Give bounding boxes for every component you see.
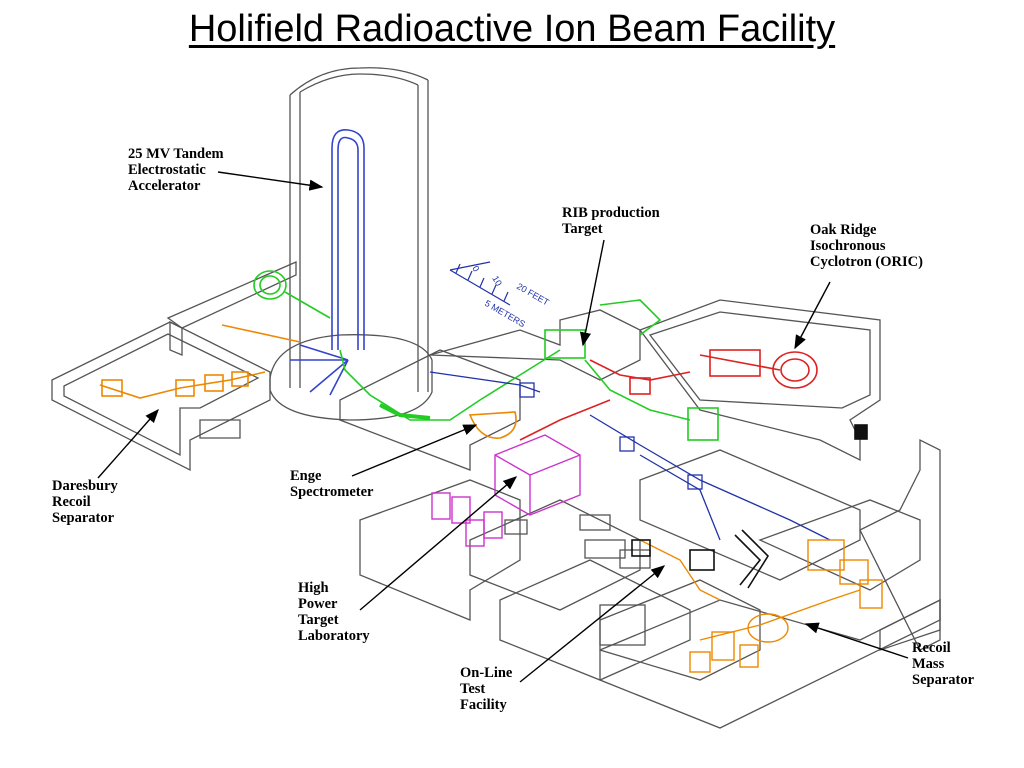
rms-arrow xyxy=(804,622,909,659)
oric-cyclotron xyxy=(519,349,818,441)
daresbury-arrow xyxy=(97,408,159,479)
label-hptl: High Power Target Laboratory xyxy=(298,580,370,644)
scale-bar xyxy=(449,261,511,306)
label-rib-target: RIB production Target xyxy=(562,205,660,237)
scale-tick-0: 0 xyxy=(470,264,481,273)
label-rms: Recoil Mass Separator xyxy=(912,640,975,688)
rib-target-arrow xyxy=(579,239,605,347)
daresbury-separator xyxy=(99,324,301,399)
oric-arrow xyxy=(794,281,831,350)
label-enge: Enge Spectrometer xyxy=(290,468,374,500)
label-oltf: On-Line Test Facility xyxy=(460,665,513,713)
page-title: Holifield Radioactive Ion Beam Facility xyxy=(188,8,836,50)
label-oric: Oak Ridge Isochronous Cyclotron (ORIC) xyxy=(810,222,923,270)
beamlines xyxy=(429,371,831,541)
injector-beamline xyxy=(253,270,719,441)
hptl-arrow xyxy=(359,476,518,611)
leader-arrows xyxy=(97,171,909,683)
enge-arrow xyxy=(351,424,478,477)
oltf-equipment xyxy=(631,424,868,589)
oltf-arrow xyxy=(519,565,666,683)
label-tandem: 25 MV Tandem Electrostatic Accelerator xyxy=(128,146,224,194)
scale-feet-label: 20 FEET xyxy=(515,281,551,308)
oltf-rms-equipment xyxy=(639,539,883,673)
label-daresbury: Daresbury Recoil Separator xyxy=(52,478,118,526)
scale-tick-10: 10 xyxy=(490,274,504,288)
tandem-arrow xyxy=(217,171,324,191)
tandem-beamline xyxy=(290,129,365,396)
